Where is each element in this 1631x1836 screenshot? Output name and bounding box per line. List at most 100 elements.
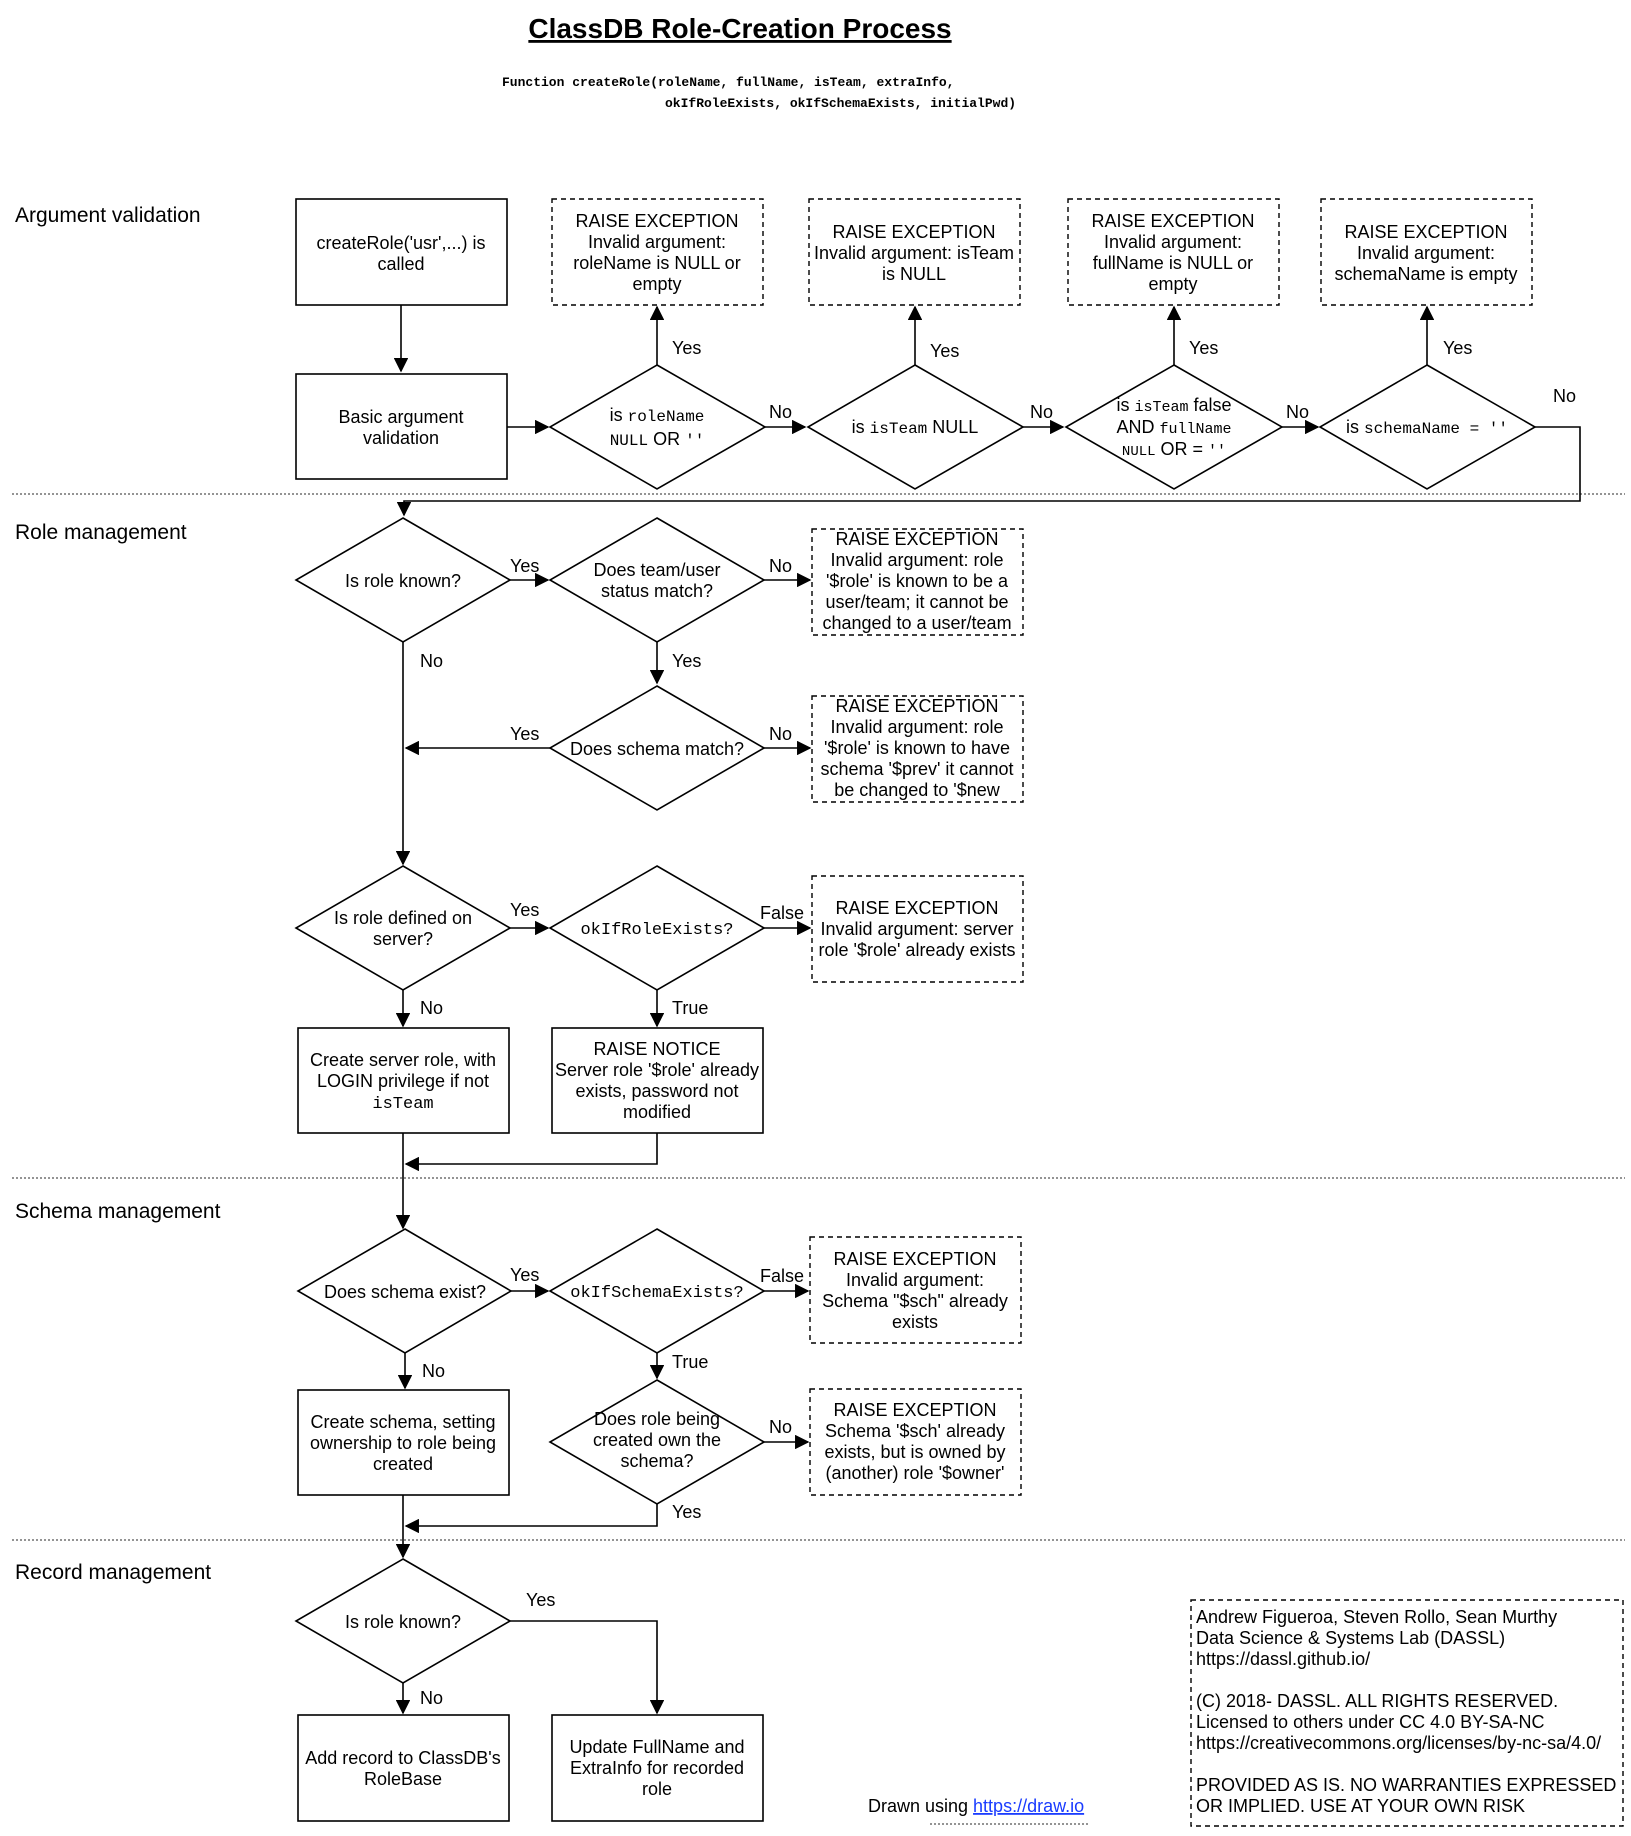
label-no: No: [1553, 386, 1576, 406]
exception-schemaname: RAISE EXCEPTION Invalid argument: schema…: [1320, 198, 1533, 306]
credits-line: OR IMPLIED. USE AT YOUR OWN RISK: [1196, 1796, 1525, 1816]
svg-text:Does schema exist?: Does schema exist?: [324, 1282, 486, 1302]
svg-text:RAISE EXCEPTION: RAISE EXCEPTION: [833, 1249, 996, 1269]
label-yes: Yes: [1189, 338, 1218, 358]
svg-text:Server role '$role' already: Server role '$role' already: [555, 1060, 759, 1080]
svg-text:Is role defined on: Is role defined on: [334, 908, 472, 928]
section-schema-management: Schema management: [15, 1200, 221, 1223]
label-yes: Yes: [672, 338, 701, 358]
label-yes: Yes: [510, 724, 539, 744]
svg-text:isTeam: isTeam: [372, 1095, 433, 1114]
svg-text:ExtraInfo for recorded: ExtraInfo for recorded: [570, 1758, 744, 1778]
svg-text:Basic argument: Basic argument: [338, 407, 463, 427]
label-yes: Yes: [510, 1265, 539, 1285]
label-no: No: [769, 402, 792, 422]
svg-text:exists, but is owned by: exists, but is owned by: [824, 1442, 1005, 1462]
svg-text:validation: validation: [363, 428, 439, 448]
label-yes: Yes: [510, 556, 539, 576]
decision-rolename-null: is roleName NULL OR '': [548, 364, 767, 490]
drawio-link[interactable]: https://draw.io: [973, 1796, 1084, 1816]
create-schema-node: Create schema, setting ownership to role…: [297, 1389, 510, 1496]
credits-line: PROVIDED AS IS. NO WARRANTIES EXPRESSED: [1196, 1775, 1616, 1795]
svg-text:RAISE EXCEPTION: RAISE EXCEPTION: [835, 898, 998, 918]
create-server-role-node: Create server role, with LOGIN privilege…: [297, 1027, 510, 1134]
credits-box: Andrew Figueroa, Steven Rollo, Sean Murt…: [1190, 1599, 1624, 1827]
svg-text:is NULL: is NULL: [882, 264, 946, 284]
label-no: No: [422, 1361, 445, 1381]
decision-isteam-null: is isTeam NULL: [806, 364, 1025, 490]
exception-isteam: RAISE EXCEPTION Invalid argument: isTeam…: [808, 198, 1021, 306]
exception-schema-exists: RAISE EXCEPTION Invalid argument: Schema…: [809, 1236, 1022, 1344]
svg-text:Create server role, with: Create server role, with: [310, 1050, 496, 1070]
svg-text:RAISE EXCEPTION: RAISE EXCEPTION: [835, 529, 998, 549]
decision-role-known-record: Is role known?: [294, 1558, 512, 1684]
label-yes: Yes: [510, 900, 539, 920]
svg-text:user/team; it cannot be: user/team; it cannot be: [825, 592, 1008, 612]
svg-text:Does schema match?: Does schema match?: [570, 739, 744, 759]
svg-text:'$role' is known to have: '$role' is known to have: [824, 738, 1010, 758]
start-node: createRole('usr',...) is called: [295, 198, 508, 306]
svg-text:server?: server?: [373, 929, 433, 949]
svg-text:is isTeam false: is isTeam false: [1116, 395, 1231, 416]
svg-text:role '$role' already exists: role '$role' already exists: [819, 940, 1016, 960]
notice-role-exists: RAISE NOTICE Server role '$role' already…: [551, 1027, 764, 1134]
function-signature-line-1: Function createRole(roleName, fullName, …: [502, 75, 954, 90]
svg-text:is roleName: is roleName: [610, 405, 705, 426]
svg-text:Invalid argument: isTeam: Invalid argument: isTeam: [814, 243, 1014, 263]
svg-text:Does role being: Does role being: [594, 1409, 720, 1429]
label-yes: Yes: [930, 341, 959, 361]
svg-text:called: called: [377, 254, 424, 274]
label-yes: Yes: [672, 651, 701, 671]
svg-text:NULL OR '': NULL OR '': [610, 429, 705, 450]
svg-text:schema?: schema?: [620, 1451, 693, 1471]
svg-text:roleName is NULL or: roleName is NULL or: [573, 253, 740, 273]
svg-text:Is role known?: Is role known?: [345, 571, 461, 591]
label-yes: Yes: [672, 1502, 701, 1522]
label-false: False: [760, 903, 804, 923]
decision-team-status-match: Does team/user status match?: [548, 517, 766, 643]
label-true: True: [672, 1352, 708, 1372]
svg-text:RAISE EXCEPTION: RAISE EXCEPTION: [835, 696, 998, 716]
svg-text:status match?: status match?: [601, 581, 713, 601]
exception-schema-match: RAISE EXCEPTION Invalid argument: role '…: [811, 695, 1024, 803]
svg-text:okIfSchemaExists?: okIfSchemaExists?: [570, 1284, 743, 1303]
decision-schema-match: Does schema match?: [548, 685, 766, 811]
decision-schemaname-empty: is schemaName = '': [1318, 364, 1537, 490]
svg-text:Invalid argument: role: Invalid argument: role: [830, 550, 1003, 570]
drawn-using-footer: Drawn using https://draw.io: [868, 1796, 1088, 1825]
svg-text:RAISE EXCEPTION: RAISE EXCEPTION: [575, 211, 738, 231]
svg-text:Invalid argument:: Invalid argument:: [846, 1270, 984, 1290]
label-no: No: [420, 1688, 443, 1708]
svg-text:Is role known?: Is role known?: [345, 1612, 461, 1632]
svg-text:Schema '$sch' already: Schema '$sch' already: [825, 1421, 1005, 1441]
credits-line: Andrew Figueroa, Steven Rollo, Sean Murt…: [1196, 1607, 1557, 1627]
svg-text:created own the: created own the: [593, 1430, 721, 1450]
svg-text:exists, password not: exists, password not: [575, 1081, 738, 1101]
svg-text:created: created: [373, 1454, 433, 1474]
svg-text:RAISE EXCEPTION: RAISE EXCEPTION: [833, 1400, 996, 1420]
update-record-node: Update FullName and ExtraInfo for record…: [551, 1714, 764, 1822]
label-no: No: [420, 651, 443, 671]
credits-line: Data Science & Systems Lab (DASSL): [1196, 1628, 1505, 1648]
exception-team-status: RAISE EXCEPTION Invalid argument: role '…: [811, 528, 1024, 636]
section-role-management: Role management: [15, 521, 187, 544]
credits-line: (C) 2018- DASSL. ALL RIGHTS RESERVED.: [1196, 1691, 1558, 1711]
decision-ok-if-schema-exists: okIfSchemaExists?: [548, 1228, 766, 1354]
svg-text:(another) role '$owner': (another) role '$owner': [826, 1463, 1005, 1483]
decision-fullname-null: is isTeam false AND fullName NULL OR = '…: [1064, 364, 1284, 490]
svg-text:modified: modified: [623, 1102, 691, 1122]
svg-text:Create schema, setting: Create schema, setting: [310, 1412, 495, 1432]
label-false: False: [760, 1266, 804, 1286]
function-signature-line-2: okIfRoleExists, okIfSchemaExists, initia…: [665, 96, 1016, 111]
exception-schema-owner: RAISE EXCEPTION Schema '$sch' already ex…: [809, 1388, 1022, 1496]
svg-text:'$role' is known to be a: '$role' is known to be a: [826, 571, 1009, 591]
svg-text:Update FullName and: Update FullName and: [569, 1737, 744, 1757]
section-record-management: Record management: [15, 1561, 211, 1584]
svg-text:Invalid argument:: Invalid argument:: [1104, 232, 1242, 252]
add-record-node: Add record to ClassDB's RoleBase: [297, 1714, 510, 1822]
svg-text:Add record to ClassDB's: Add record to ClassDB's: [305, 1748, 501, 1768]
label-no: No: [1030, 402, 1053, 422]
basic-validation-node: Basic argument validation: [295, 373, 508, 480]
